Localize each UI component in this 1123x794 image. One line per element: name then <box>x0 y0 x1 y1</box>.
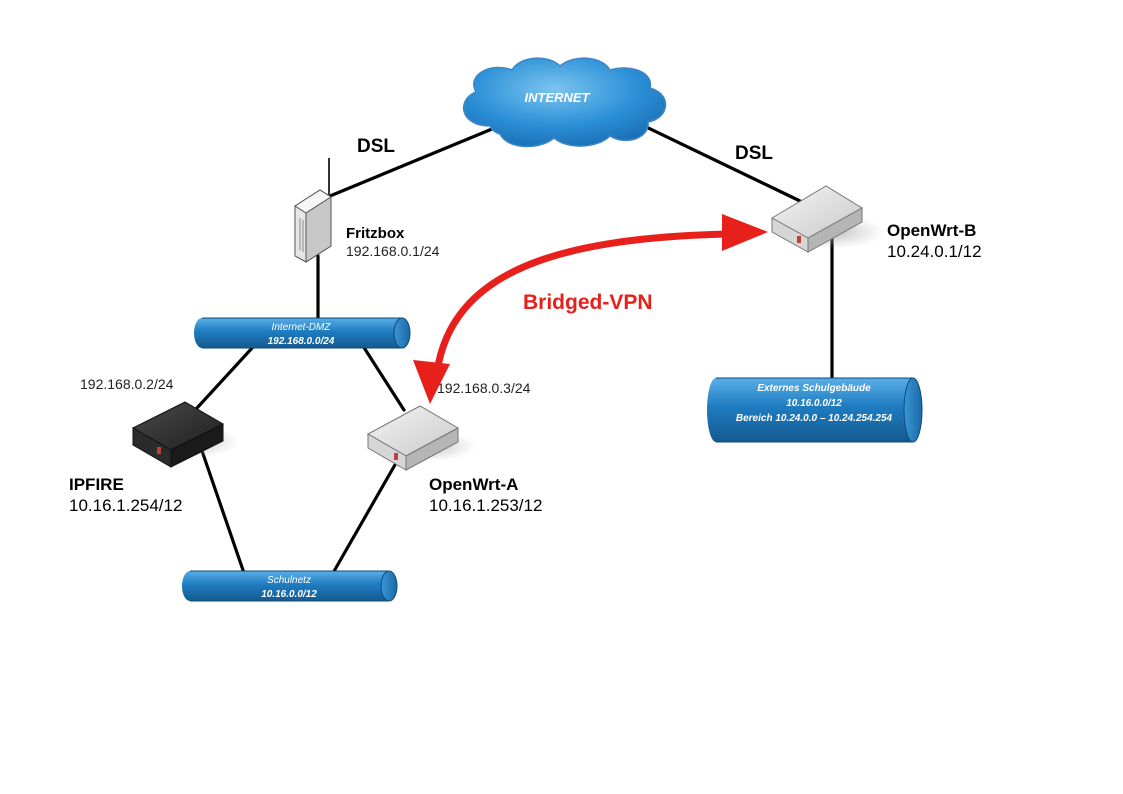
link-openwrt-a-schulnetz <box>331 461 398 575</box>
openwrt-a-dmz-ip: 192.168.0.3/24 <box>437 380 531 396</box>
fritzbox-device <box>294 158 332 263</box>
extern-subnet: 10.16.0.0/12 <box>786 398 842 409</box>
link-ipfire-schulnetz <box>199 446 246 575</box>
dmz-subnet: 192.168.0.0/24 <box>268 336 335 347</box>
dsl-label-left: DSL <box>357 136 395 157</box>
vpn-arrow <box>413 214 768 404</box>
openwrt-b-ip: 10.24.0.1/12 <box>887 242 982 261</box>
link-dmz-ipfire <box>195 345 255 410</box>
openwrt-a-device <box>366 405 477 471</box>
link-internet-openwrt-b <box>638 122 802 203</box>
extern-name: Externes Schulgebäude <box>757 383 871 394</box>
schulnetz-subnet: 10.16.0.0/12 <box>261 589 317 600</box>
ipfire-device <box>131 401 240 468</box>
vpn-label: Bridged-VPN <box>523 291 653 314</box>
extern-segment: Externes Schulgebäude 10.16.0.0/12 Berei… <box>707 377 923 443</box>
openwrt-b-name: OpenWrt-B <box>887 221 976 240</box>
ipfire-ip: 10.16.1.254/12 <box>69 496 182 515</box>
dmz-segment: Internet-DMZ 192.168.0.0/24 <box>194 317 411 349</box>
connections <box>195 122 834 575</box>
internet-cloud: INTERNET <box>462 57 667 148</box>
dmz-name: Internet-DMZ <box>272 322 332 333</box>
fritzbox-name: Fritzbox <box>346 225 405 242</box>
extern-range: Bereich 10.24.0.0 – 10.24.254.254 <box>736 413 893 424</box>
schulnetz-segment: Schulnetz 10.16.0.0/12 <box>182 570 398 602</box>
ipfire-name: IPFIRE <box>69 475 124 494</box>
schulnetz-name: Schulnetz <box>267 575 311 586</box>
dsl-label-right: DSL <box>735 143 773 164</box>
openwrt-a-ip: 10.16.1.253/12 <box>429 496 542 515</box>
openwrt-b-device <box>770 185 886 253</box>
fritzbox-ip: 192.168.0.1/24 <box>346 243 440 259</box>
link-fritzbox-internet <box>328 127 494 198</box>
ipfire-dmz-ip: 192.168.0.2/24 <box>80 376 174 392</box>
openwrt-a-name: OpenWrt-A <box>429 475 518 494</box>
link-dmz-openwrt-a <box>361 344 406 412</box>
internet-label: INTERNET <box>525 90 591 105</box>
